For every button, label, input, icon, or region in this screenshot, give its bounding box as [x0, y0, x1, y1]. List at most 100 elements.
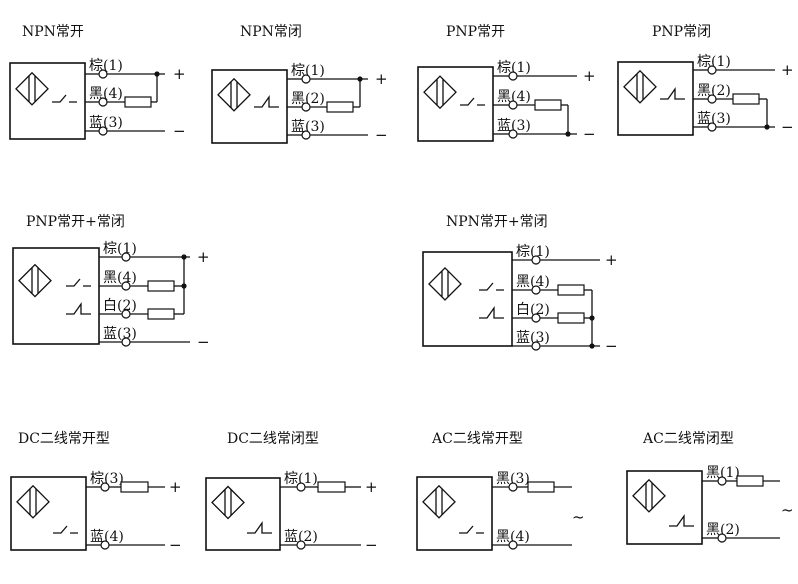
- wire-label: 黑(4): [496, 529, 530, 545]
- minus-sign-icon: −: [169, 536, 182, 554]
- terminal-icon: [98, 126, 108, 136]
- terminal-icon: [100, 482, 110, 492]
- sensor-body: [417, 66, 494, 142]
- sensor-diamond-icon: [211, 485, 245, 520]
- diagram-title: AC二线常闭型: [642, 431, 734, 447]
- sensor-body: [12, 247, 100, 345]
- wire-label: 棕(1): [497, 60, 531, 76]
- junction-dot: [154, 71, 160, 77]
- terminal-icon: [531, 285, 541, 295]
- junction-dot: [181, 254, 187, 260]
- sensor-diamond-icon: [623, 69, 657, 104]
- wire-label: 棕(1): [284, 471, 318, 487]
- diagram-title: PNP常开+常闭: [26, 214, 125, 230]
- wire-label: 黑(1): [706, 465, 740, 481]
- wire-label: 棕(1): [103, 241, 137, 257]
- sensor-body: [416, 476, 493, 551]
- minus-sign-icon: −: [583, 125, 596, 143]
- normally-open-switch-icon: [52, 94, 77, 103]
- wire-label: 棕(3): [90, 471, 124, 487]
- diagram-title: NPN常开+常闭: [446, 214, 548, 230]
- minus-sign-icon: −: [197, 333, 210, 351]
- wire-label: 黑(3): [496, 471, 530, 487]
- diagram-title: NPN常开: [22, 24, 84, 40]
- load-resistor: [326, 101, 354, 113]
- terminal-icon: [301, 130, 311, 140]
- load-resistor: [732, 93, 760, 105]
- sensor-diamond-icon: [16, 484, 50, 519]
- wire-label: 棕(1): [291, 63, 325, 79]
- diagram-title: PNP常闭: [652, 24, 711, 40]
- minus-sign-icon: −: [375, 126, 388, 144]
- normally-open-switch-icon: [479, 282, 504, 291]
- wire-label: 黑(4): [516, 274, 550, 290]
- sensor-body: [626, 470, 703, 545]
- normally-closed-switch-icon: [66, 301, 91, 315]
- junction-dot: [181, 283, 187, 289]
- ac-supply-icon: ~: [572, 508, 585, 526]
- diagram-npn-no-nc: NPN常开+常闭棕(1)+黑(4)白(2)蓝(3)−: [422, 214, 618, 355]
- sensor-body: [9, 62, 86, 140]
- terminal-icon: [717, 533, 727, 543]
- wire-label: 蓝(3): [89, 115, 123, 131]
- wire-label: 黑(4): [103, 270, 137, 286]
- sensor-diamond-icon: [428, 267, 462, 301]
- junction-dot: [565, 131, 571, 137]
- wire-label: 蓝(4): [90, 529, 124, 545]
- terminal-icon: [296, 482, 306, 492]
- terminal-icon: [531, 255, 541, 265]
- terminal-icon: [531, 313, 541, 323]
- wire-label: 蓝(3): [291, 119, 325, 135]
- minus-sign-icon: −: [605, 337, 618, 355]
- diagram-title: NPN常闭: [240, 24, 302, 40]
- wire-label: 黑(2): [706, 522, 740, 538]
- diagram-title: DC二线常开型: [18, 431, 110, 447]
- sensor-body: [10, 476, 87, 551]
- load-resistor: [527, 481, 555, 493]
- sensor-diamond-icon: [18, 263, 52, 298]
- load-resistor: [557, 284, 585, 296]
- sensor-diamond-icon: [217, 77, 251, 112]
- sensor-diamond-icon: [423, 75, 457, 110]
- terminal-icon: [301, 74, 311, 84]
- normally-closed-switch-icon: [479, 305, 504, 319]
- diagram-title: DC二线常闭型: [227, 431, 319, 447]
- terminal-icon: [707, 122, 717, 132]
- sensor-diamond-icon: [632, 478, 666, 513]
- sensor-diamond-icon: [422, 484, 456, 519]
- plus-sign-icon: +: [197, 248, 210, 266]
- terminal-icon: [121, 309, 131, 319]
- terminal-icon: [508, 540, 518, 550]
- load-resistor: [120, 481, 149, 493]
- plus-sign-icon: +: [169, 478, 182, 496]
- terminal-icon: [508, 71, 518, 81]
- terminal-icon: [707, 94, 717, 104]
- ac-supply-icon: ~: [781, 501, 794, 519]
- normally-closed-switch-icon: [254, 94, 279, 108]
- plus-sign-icon: +: [781, 61, 794, 79]
- terminal-icon: [301, 102, 311, 112]
- sensor-body: [205, 477, 281, 551]
- wire-label: 白(2): [516, 302, 550, 318]
- wire-label: 棕(1): [697, 54, 731, 70]
- plus-sign-icon: +: [583, 67, 596, 85]
- normally-open-switch-icon: [459, 525, 484, 534]
- plus-sign-icon: +: [375, 70, 388, 88]
- diagram-title: PNP常开: [446, 24, 505, 40]
- plus-sign-icon: +: [605, 251, 618, 269]
- load-resistor: [534, 99, 562, 111]
- minus-sign-icon: −: [365, 536, 378, 554]
- normally-closed-switch-icon: [669, 513, 694, 527]
- terminal-icon: [98, 69, 108, 79]
- terminal-icon: [98, 97, 108, 107]
- normally-open-switch-icon: [53, 525, 78, 534]
- terminal-icon: [707, 65, 717, 75]
- plus-sign-icon: +: [173, 65, 186, 83]
- junction-dot: [357, 76, 363, 82]
